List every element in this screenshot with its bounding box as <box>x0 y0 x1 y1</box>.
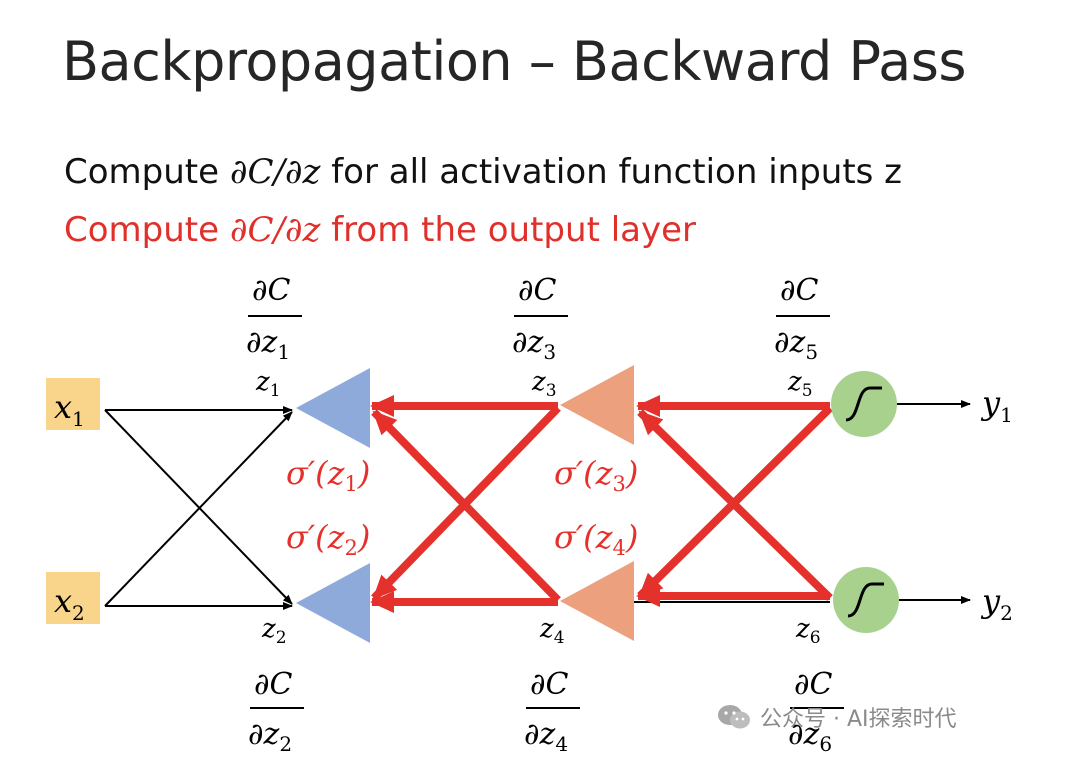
slide-title: Backpropagation – Backward Pass <box>62 30 966 93</box>
label-z3: z3 <box>531 367 557 401</box>
back-edge-z4-z1 <box>371 409 561 603</box>
grad-dc-dz6: ∂C ∂z6 <box>788 667 844 756</box>
neuron-z5 <box>831 371 897 437</box>
sigmoid-icon <box>847 582 884 618</box>
instruction-1-math: ∂C/∂z <box>229 152 321 192</box>
instruction-2-math: ∂C/∂z <box>229 210 321 250</box>
sigma-prime-z2: σ′(z2) <box>286 518 370 560</box>
output-label-y2: y2 <box>980 582 1013 625</box>
svg-text:∂C: ∂C <box>252 273 291 308</box>
instruction-1-post: for all activation function inputs z <box>320 152 903 192</box>
label-z4: z4 <box>539 614 565 648</box>
watermark-text: 公众号 · AI探索时代 <box>760 707 957 732</box>
back-edge-z6-z3 <box>637 409 833 601</box>
instruction-line-2: Compute ∂C/∂z from the output layer <box>64 210 696 250</box>
edge-x1-z2 <box>104 409 293 605</box>
label-z6: z6 <box>795 614 821 648</box>
neuron-z2 <box>296 563 370 643</box>
svg-text:∂z2: ∂z2 <box>248 717 292 756</box>
svg-text:∂C: ∂C <box>254 667 293 702</box>
sigma-prime-z3: σ′(z3) <box>554 454 638 496</box>
svg-text:∂z4: ∂z4 <box>524 717 568 756</box>
neuron-z1 <box>296 368 370 448</box>
neuron-z6 <box>833 567 899 633</box>
input-label-x2: x2 <box>54 582 85 625</box>
svg-text:∂C: ∂C <box>780 273 819 308</box>
input-box-x1 <box>46 378 100 430</box>
svg-text:∂C: ∂C <box>518 273 557 308</box>
label-z2: z2 <box>261 614 287 648</box>
sigmoid-icon <box>845 386 882 422</box>
label-z1: z1 <box>255 367 281 401</box>
neuron-z3 <box>560 365 634 445</box>
grad-dc-dz5: ∂C ∂z5 <box>774 273 830 364</box>
sigma-prime-z1: σ′(z1) <box>286 454 370 496</box>
input-box-x2 <box>46 572 100 624</box>
svg-text:∂C: ∂C <box>530 667 569 702</box>
output-label-y1: y1 <box>980 384 1013 427</box>
grad-dc-dz3: ∂C ∂z3 <box>512 273 568 364</box>
instruction-1-pre: Compute <box>64 152 230 192</box>
grad-dc-dz1: ∂C ∂z1 <box>246 273 302 364</box>
grad-dc-dz4: ∂C ∂z4 <box>524 667 580 756</box>
watermark: 公众号 · AI探索时代 <box>716 701 957 733</box>
sigma-prime-z4: σ′(z4) <box>554 518 638 560</box>
label-z5: z5 <box>787 367 813 401</box>
instruction-2-post: from the output layer <box>320 210 696 250</box>
wechat-icon <box>718 705 750 729</box>
svg-text:∂z6: ∂z6 <box>788 717 832 756</box>
svg-text:∂z5: ∂z5 <box>774 325 818 364</box>
grad-dc-dz2: ∂C ∂z2 <box>248 667 304 756</box>
neuron-z4 <box>560 561 634 641</box>
input-label-x1: x1 <box>54 388 85 431</box>
svg-text:∂z3: ∂z3 <box>512 325 556 364</box>
instruction-2-pre: Compute <box>64 210 230 250</box>
svg-text:∂z1: ∂z1 <box>246 325 290 364</box>
instruction-line-1: Compute ∂C/∂z for all activation functio… <box>64 152 902 192</box>
svg-text:∂C: ∂C <box>794 667 833 702</box>
edge-x2-z1 <box>104 411 293 607</box>
